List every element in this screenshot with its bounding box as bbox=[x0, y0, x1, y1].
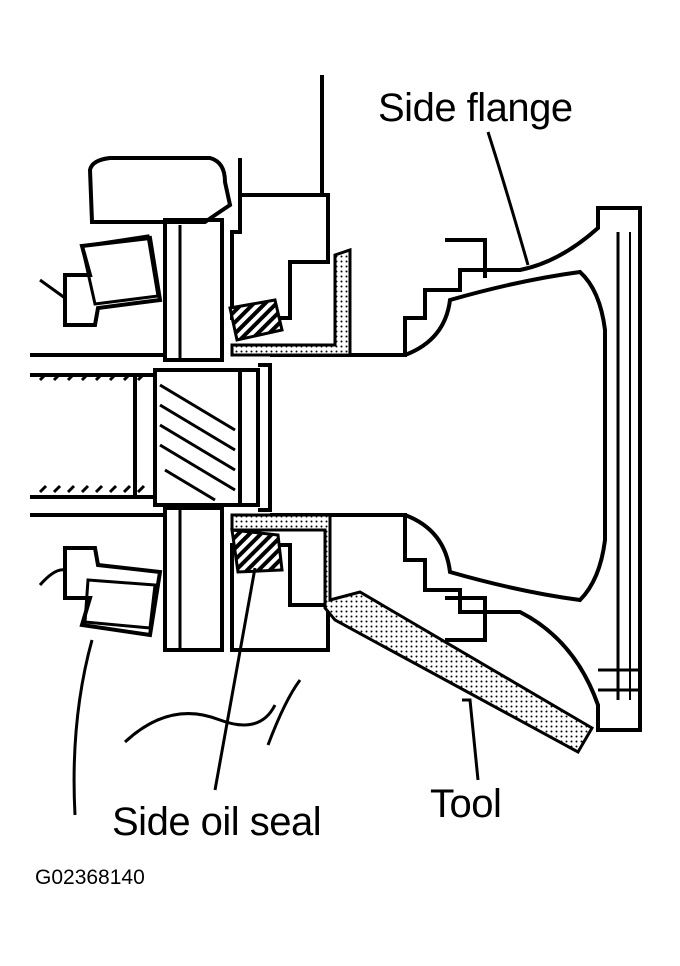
upper-shaft-block bbox=[163, 218, 224, 362]
upper-threads bbox=[38, 372, 146, 382]
side-flange-leader bbox=[486, 131, 530, 266]
tool-upper bbox=[230, 247, 352, 357]
side-oil-seal-leader-1 bbox=[213, 567, 257, 791]
upper-bearing-cap bbox=[87, 156, 233, 224]
upper-oil-seal bbox=[228, 298, 284, 342]
side-oil-seal-leader-2 bbox=[72, 639, 94, 816]
side-flange bbox=[270, 206, 642, 732]
lower-shaft-block bbox=[163, 506, 224, 652]
tool-leader bbox=[462, 698, 480, 781]
lower-bearing-roller bbox=[83, 578, 157, 630]
upper-bearing-race bbox=[63, 235, 163, 327]
side-flange-label: Side flange bbox=[378, 86, 573, 130]
lower-oil-seal bbox=[230, 528, 284, 574]
lower-bearing-race bbox=[63, 546, 163, 638]
gear-teeth bbox=[159, 383, 236, 502]
tool-lower bbox=[230, 513, 595, 755]
tool-label: Tool bbox=[430, 782, 502, 826]
side-flange-inner bbox=[404, 269, 607, 603]
upper-bearing-roller bbox=[80, 234, 160, 306]
side-oil-seal-label: Side oil seal bbox=[112, 800, 322, 844]
upper-housing bbox=[230, 193, 330, 320]
lower-threads bbox=[38, 484, 146, 494]
figure-code: G02368140 bbox=[35, 866, 145, 889]
